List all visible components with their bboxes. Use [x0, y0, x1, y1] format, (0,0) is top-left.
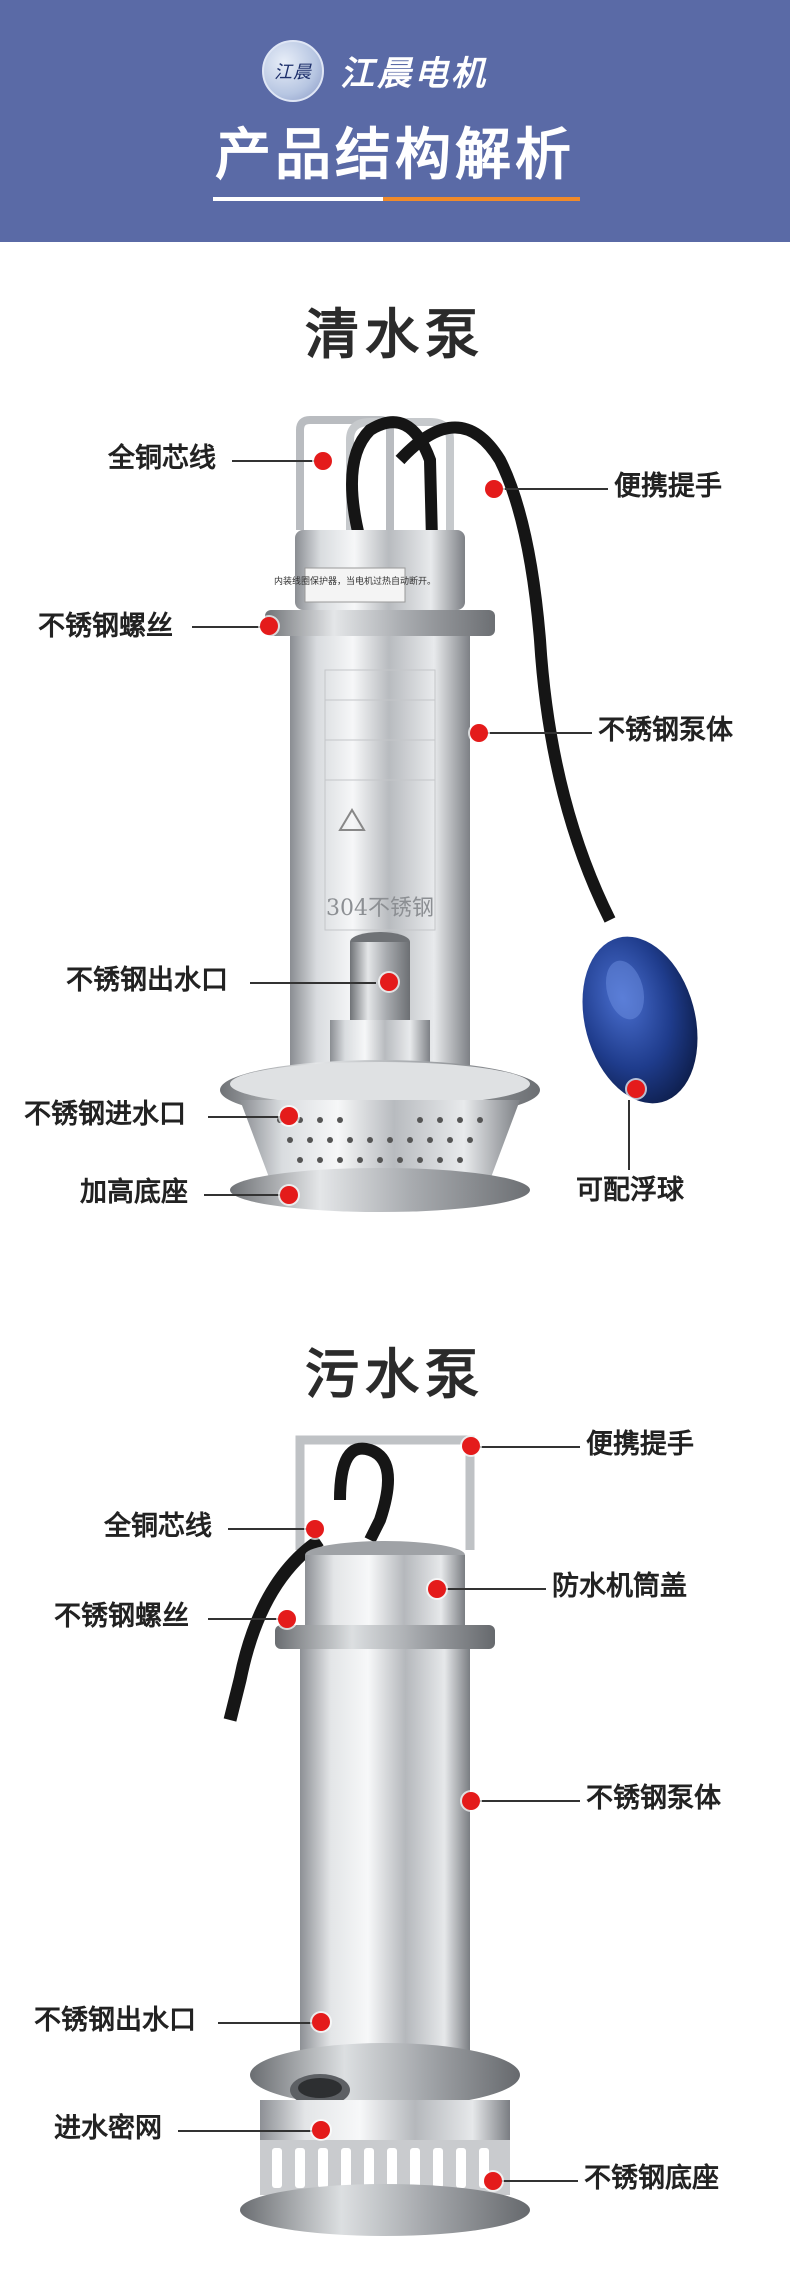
page-title: 产品结构解析 — [215, 123, 575, 188]
leader-sewage-handle — [480, 1446, 580, 1448]
marker-clean-body — [470, 724, 488, 742]
leader-sewage-screw — [208, 1618, 278, 1620]
logo-text: 江晨 — [274, 62, 312, 83]
leader-sewage-mesh — [178, 2130, 312, 2132]
label-clean-handle: 便携提手 — [614, 471, 722, 502]
clean-pump-body-stamp: 304不锈钢 — [326, 896, 434, 921]
marker-sewage-screw — [278, 1610, 296, 1628]
brand-logo: 江晨 — [262, 40, 324, 102]
leader-clean-screw — [192, 626, 264, 628]
marker-sewage-body — [462, 1792, 480, 1810]
marker-sewage-base — [484, 2172, 502, 2190]
leader-clean-handle — [500, 488, 608, 490]
marker-sewage-cover — [428, 1580, 446, 1598]
marker-clean-screw — [260, 617, 278, 635]
sewage-pump-image — [223, 1435, 530, 2236]
label-sewage-copper-wire: 全铜芯线 — [104, 1511, 212, 1542]
label-clean-base: 加高底座 — [80, 1177, 188, 1208]
leader-clean-float — [628, 1100, 630, 1170]
marker-clean-float — [627, 1080, 645, 1098]
label-sewage-handle: 便携提手 — [586, 1429, 694, 1460]
leader-clean-copper-wire — [232, 460, 322, 462]
clean-pump-image: 内装线圈保护器，当电机过热自动断开。 304不锈钢 — [220, 416, 698, 1212]
marker-sewage-mesh — [312, 2121, 330, 2139]
label-sewage-screw: 不锈钢螺丝 — [54, 1601, 189, 1632]
leader-sewage-base — [500, 2180, 578, 2182]
sewage-pump-title: 污水泵 — [305, 1343, 485, 1406]
marker-clean-handle — [485, 480, 503, 498]
title-underline-orange — [383, 197, 580, 201]
leader-clean-inlet — [208, 1116, 282, 1118]
label-clean-outlet: 不锈钢出水口 — [66, 965, 228, 996]
label-sewage-outlet: 不锈钢出水口 — [34, 2005, 196, 2036]
marker-clean-inlet — [280, 1107, 298, 1125]
header-banner: 江晨 江晨电机 产品结构解析 — [0, 0, 790, 242]
label-sewage-body: 不锈钢泵体 — [586, 1783, 721, 1814]
leader-clean-base — [204, 1194, 280, 1196]
clean-pump-plate-text: 内装线圈保护器，当电机过热自动断开。 — [274, 575, 436, 587]
marker-clean-base — [280, 1186, 298, 1204]
leader-sewage-copper-wire — [228, 1528, 308, 1530]
leader-clean-outlet — [250, 982, 376, 984]
leader-sewage-cover — [444, 1588, 546, 1590]
leader-sewage-outlet — [218, 2022, 312, 2024]
label-sewage-base: 不锈钢底座 — [584, 2163, 719, 2194]
marker-sewage-outlet — [312, 2013, 330, 2031]
label-sewage-cover: 防水机筒盖 — [552, 1571, 687, 1602]
marker-sewage-handle — [462, 1437, 480, 1455]
label-clean-copper-wire: 全铜芯线 — [108, 443, 216, 474]
brand-name: 江晨电机 — [340, 54, 488, 94]
label-clean-screw: 不锈钢螺丝 — [38, 611, 173, 642]
title-underline-white — [213, 197, 383, 201]
marker-sewage-copper-wire — [306, 1520, 324, 1538]
marker-clean-outlet — [380, 973, 398, 991]
clean-pump-title: 清水泵 — [305, 303, 485, 366]
leader-clean-body — [484, 732, 592, 734]
label-sewage-mesh: 进水密网 — [54, 2113, 162, 2144]
label-clean-inlet: 不锈钢进水口 — [24, 1099, 186, 1130]
leader-sewage-body — [480, 1800, 580, 1802]
label-clean-body: 不锈钢泵体 — [598, 715, 733, 746]
marker-clean-copper-wire — [314, 452, 332, 470]
label-clean-float: 可配浮球 — [576, 1175, 684, 1206]
